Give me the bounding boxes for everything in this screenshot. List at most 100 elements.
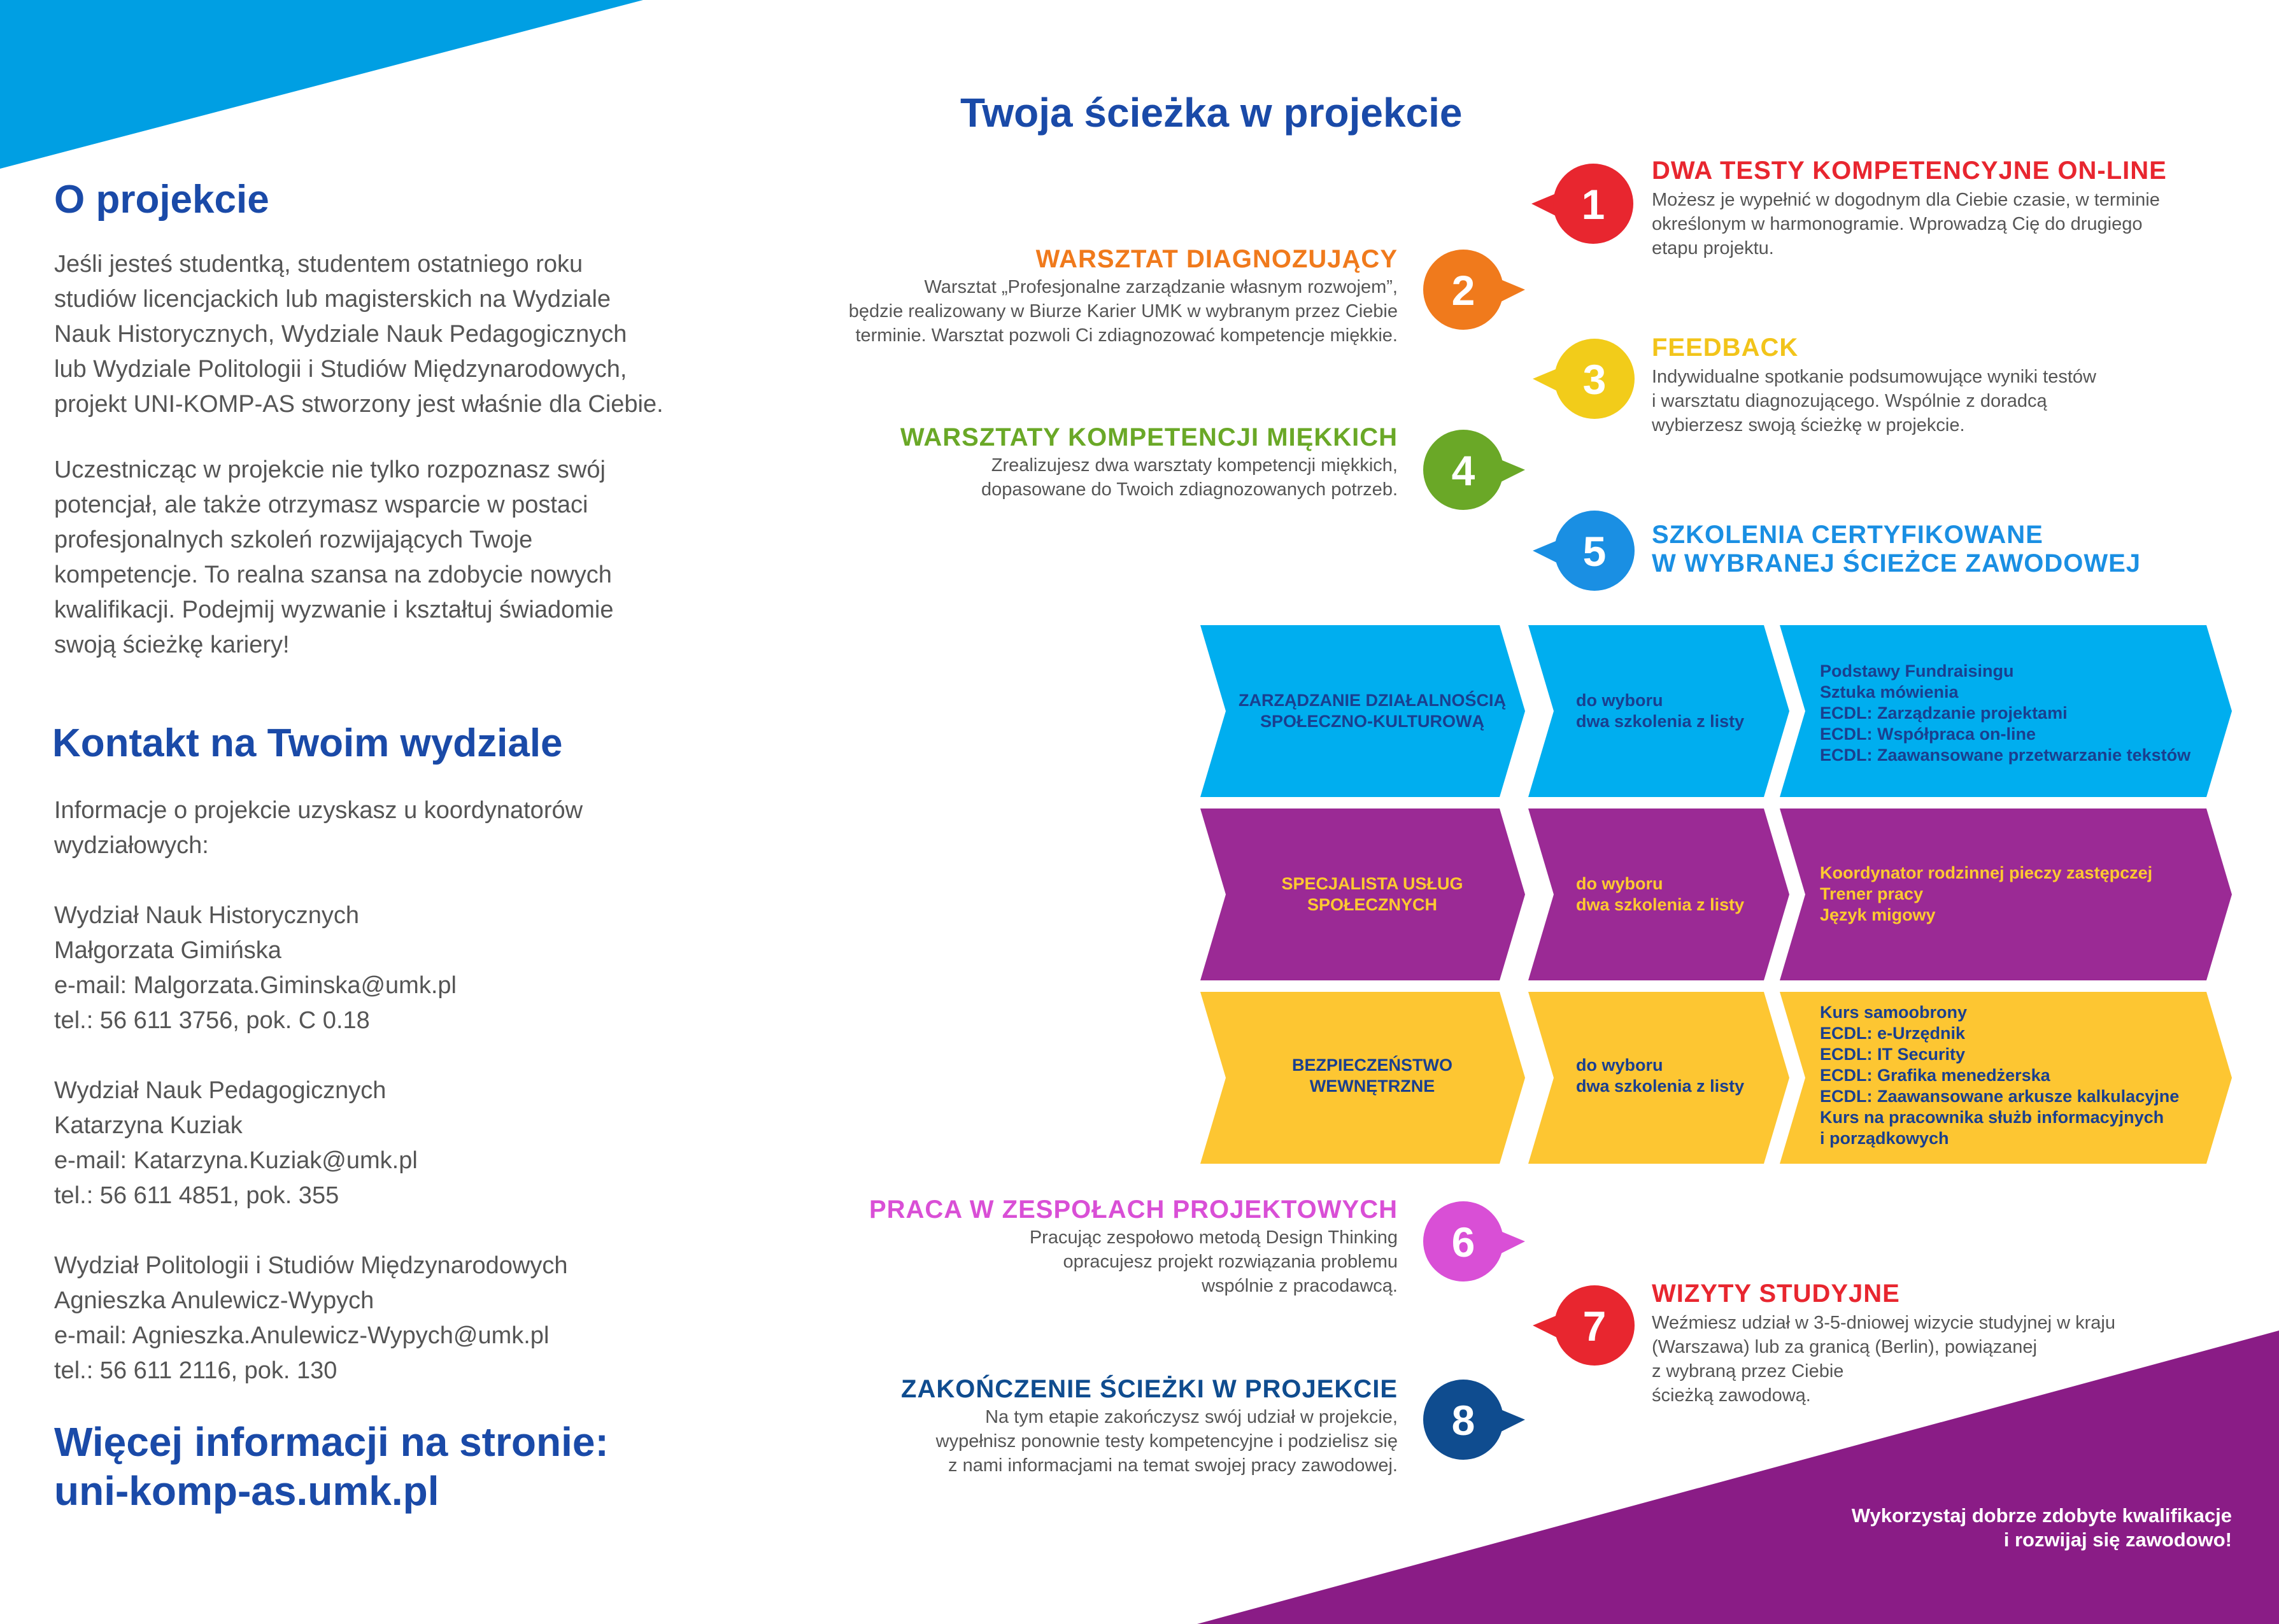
text-line: potencjał, ale także otrzymasz wsparcie … — [54, 491, 588, 518]
text-line: SPOŁECZNYCH — [1307, 895, 1438, 914]
step-number: 8 — [1452, 1397, 1475, 1444]
contact-phone: tel.: 56 611 2116, pok. 130 — [54, 1357, 337, 1384]
contact-block: Informacje o projekcie uzyskasz u koordy… — [54, 793, 583, 1388]
text-line: (Warszawa) lub za granicą (Berlin), powi… — [1652, 1337, 2037, 1357]
track-1-courses: Podstawy Fundraisingu Sztuka mówienia EC… — [1820, 661, 2234, 766]
course-item: ECDL: Współpraca on-line — [1820, 724, 2036, 744]
step-number: 2 — [1452, 267, 1475, 314]
text-line: wspólnie z pracodawcą. — [1202, 1276, 1398, 1296]
step-title: ZAKOŃCZENIE ŚCIEŻKI W PROJEKCIE — [901, 1375, 1398, 1403]
website-link[interactable]: uni-komp-as.umk.pl — [54, 1468, 439, 1514]
text-line: BEZPIECZEŃSTWO — [1291, 1056, 1452, 1075]
text-line: ZARZĄDZANIE DZIAŁALNOŚCIĄ — [1239, 691, 1506, 710]
text-line: etapu projektu. — [1652, 238, 1774, 258]
step-description: Indywidualne spotkanie podsumowujące wyn… — [1652, 365, 2250, 437]
track-2-chevron-courses — [1780, 808, 2232, 980]
step-1-text: DWA TESTY KOMPETENCYJNE ON-LINE Możesz j… — [1652, 157, 2250, 260]
step-7-badge: 7 — [1533, 1285, 1635, 1366]
path-title: Twoja ścieżka w projekcie — [960, 90, 1463, 136]
step-title: PRACA W ZESPOŁACH PROJEKTOWYCH — [869, 1196, 1398, 1224]
about-title: O projekcie — [54, 178, 269, 222]
track-3-chevron-choice — [1528, 992, 1789, 1164]
bottom-right-corner-decoration — [1197, 1331, 2279, 1624]
course-item: ECDL: Zaawansowane arkusze kalkulacyjne — [1820, 1087, 2180, 1106]
text-line: lub Wydziale Politologii i Studiów Międz… — [54, 356, 627, 383]
track-2-chevron-choice — [1528, 808, 1789, 980]
step-description: Warsztat „Profesjonalne zarządzanie włas… — [732, 275, 1398, 348]
text-line: wybierzesz swoją ścieżkę w projekcie. — [1652, 415, 1965, 435]
text-line: Na tym etapie zakończysz swój udział w p… — [985, 1407, 1398, 1427]
text-line: określonym w harmonogramie. Wprowadzą Ci… — [1652, 214, 2143, 234]
contact-intro-line: wydziałowych: — [54, 832, 209, 859]
step-number: 1 — [1582, 181, 1605, 228]
step-6-text: PRACA W ZESPOŁACH PROJEKTOWYCH Pracując … — [732, 1196, 1398, 1298]
course-item: Koordynator rodzinnej pieczy zastępczej — [1820, 863, 2153, 882]
text-line: do wyboru — [1576, 691, 1663, 710]
course-item: Język migowy — [1820, 905, 1936, 924]
step-5-badge: 5 — [1533, 511, 1635, 591]
step-8-text: ZAKOŃCZENIE ŚCIEŻKI W PROJEKCIE Na tym e… — [732, 1375, 1398, 1478]
contact-intro-line: Informacje o projekcie uzyskasz u koordy… — [54, 797, 583, 824]
text-line: Nauk Historycznych, Wydziale Nauk Pedago… — [54, 321, 627, 348]
step-title: SZKOLENIA CERTYFIKOWANE — [1652, 521, 2043, 549]
step-8-badge: 8 — [1423, 1380, 1525, 1460]
course-item: Kurs samoobrony — [1820, 1003, 1968, 1022]
text-line: Weźmiesz udział w 3-5-dniowej wizycie st… — [1652, 1313, 2115, 1333]
text-line: dwa szkolenia z listy — [1576, 895, 1745, 914]
step-number: 6 — [1452, 1218, 1475, 1266]
text-line: opracujesz projekt rozwiązania problemu — [1063, 1252, 1398, 1272]
track-2-courses: Koordynator rodzinnej pieczy zastępczej … — [1820, 863, 2234, 926]
top-left-corner-decoration — [0, 0, 643, 169]
contact-name: Małgorzata Gimińska — [54, 937, 281, 964]
track-1-chevron-name — [1200, 625, 1525, 797]
step-description: Pracując zespołowo metodą Design Thinkin… — [732, 1225, 1398, 1298]
step-2-badge: 2 — [1423, 250, 1525, 330]
contact-email[interactable]: e-mail: Malgorzata.Giminska@umk.pl — [54, 972, 457, 999]
step-description: Weźmiesz udział w 3-5-dniowej wizycie st… — [1652, 1311, 2250, 1408]
contact-email[interactable]: e-mail: Katarzyna.Kuziak@umk.pl — [54, 1147, 418, 1174]
step-3-badge: 3 — [1533, 339, 1635, 419]
contact-phone: tel.: 56 611 3756, pok. C 0.18 — [54, 1007, 370, 1034]
contact-name: Agnieszka Anulewicz-Wypych — [54, 1287, 374, 1314]
track-2-choice: do wyboru dwa szkolenia z listy — [1576, 873, 1780, 915]
course-item: ECDL: Grafika menedżerska — [1820, 1066, 2050, 1085]
contact-email[interactable]: e-mail: Agnieszka.Anulewicz-Wypych@umk.p… — [54, 1322, 550, 1349]
text-line: z wybraną przez Ciebie — [1652, 1361, 1844, 1381]
text-line: Warsztat „Profesjonalne zarządzanie włas… — [924, 277, 1398, 297]
text-line: dwa szkolenia z listy — [1576, 1077, 1745, 1096]
text-line: i warsztatu diagnozującego. Wspólnie z d… — [1652, 391, 2047, 411]
contact-faculty: Wydział Nauk Historycznych — [54, 902, 360, 929]
text-line: terminie. Warsztat pozwoli Ci zdiagnozow… — [855, 325, 1398, 346]
text-line: SPOŁECZNO-KULTUROWĄ — [1260, 712, 1484, 731]
text-line: dwa szkolenia z listy — [1576, 712, 1745, 731]
about-paragraph-2: Uczestnicząc w projekcie nie tylko rozpo… — [54, 453, 614, 663]
step-number: 3 — [1583, 356, 1607, 403]
text-line: ścieżką zawodową. — [1652, 1385, 1811, 1406]
course-item: ECDL: Zarządzanie projektami — [1820, 703, 2068, 723]
step-5-text: SZKOLENIA CERTYFIKOWANE W WYBRANEJ ŚCIEŻ… — [1652, 521, 2250, 578]
track-3-chevron-courses — [1780, 992, 2232, 1164]
step-description: Zrealizujesz dwa warsztaty kompetencji m… — [732, 453, 1398, 502]
course-item: Sztuka mówienia — [1820, 682, 1959, 702]
text-line: WEWNĘTRZNE — [1309, 1077, 1435, 1096]
step-6-badge: 6 — [1423, 1201, 1525, 1282]
course-item: Trener pracy — [1820, 884, 1924, 903]
contact-phone: tel.: 56 611 4851, pok. 355 — [54, 1182, 339, 1209]
course-item: ECDL: e-Urzędnik — [1820, 1024, 1966, 1043]
text-line: wypełnisz ponownie testy kompetencyjne i… — [935, 1431, 1398, 1451]
step-1-badge: 1 — [1531, 164, 1633, 244]
contact-title: Kontakt na Twoim wydziale — [52, 721, 563, 765]
step-title: WIZYTY STUDYJNE — [1652, 1280, 1900, 1308]
text-line: Możesz je wypełnić w dogodnym dla Ciebie… — [1652, 190, 2160, 210]
track-1-chevron-choice — [1528, 625, 1789, 797]
text-line: do wyboru — [1576, 874, 1663, 893]
text-line: z nami informacjami na temat swojej prac… — [948, 1455, 1398, 1476]
course-item: Podstawy Fundraisingu — [1820, 661, 2014, 681]
closing-message: Wykorzystaj dobrze zdobyte kwalifikacje … — [1719, 1504, 2232, 1552]
text-line: Uczestnicząc w projekcie nie tylko rozpo… — [54, 456, 606, 483]
track-2-name: SPECJALISTA USŁUG SPOŁECZNYCH — [1229, 873, 1516, 915]
step-description: Możesz je wypełnić w dogodnym dla Ciebie… — [1652, 188, 2250, 260]
step-title: FEEDBACK — [1652, 334, 1799, 362]
text-line: profesjonalnych szkoleń rozwijających Tw… — [54, 526, 533, 553]
course-item: ECDL: Zaawansowane przetwarzanie tekstów — [1820, 745, 2191, 765]
